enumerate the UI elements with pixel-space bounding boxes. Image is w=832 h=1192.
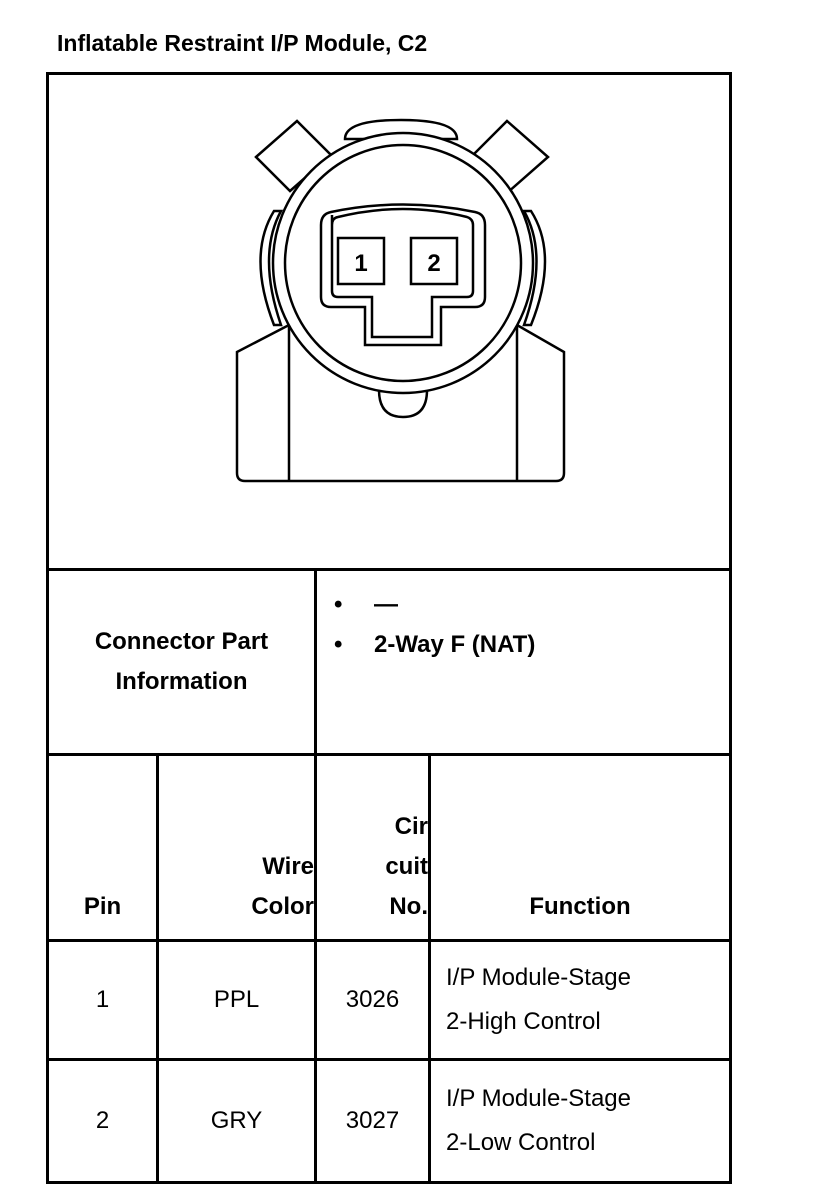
part-info-label-line1: Connector Part [94,628,269,655]
connector-face-illustration: 1 2 [235,118,566,483]
part-info-list: • — • 2-Way F (NAT) [334,585,535,665]
part-info-item-text: 2-Way F (NAT) [374,631,536,658]
pin-2-label: 2 [427,250,440,277]
pin-2-cavity [409,236,459,286]
table-row-2-pin: 2 [95,1107,110,1134]
table-row-1-function: I/P Module-Stage 2-High Control [446,942,726,1058]
header-wire-color: Wire Color [159,756,314,939]
table-row-2-color: GRY [210,1107,263,1134]
table-row-1-pin: 1 [95,986,110,1013]
row-1-function-line2: 2-High Control [446,1008,601,1035]
connector-table-frame [46,72,732,1184]
part-info-item: • — [334,585,535,625]
header-pin-text: Pin [83,893,122,920]
divider-circuit-column [428,753,431,1184]
connector-diagram: 1 2 [49,75,729,569]
page-title: Inflatable Restraint I/P Module, C2 [57,30,428,56]
header-pin: Pin [49,756,156,939]
row-2-function-line2: 2-Low Control [446,1129,596,1156]
connector-top-tab [343,118,459,141]
divider-header [46,939,732,942]
table-row-2-circuit: 3027 [345,1107,400,1134]
bullet-icon: • [334,631,343,658]
connector-bottom-tab [377,388,429,419]
row-2-function-line1: I/P Module-Stage [446,1085,632,1112]
header-circuit-no: Cir cuit No. [317,756,428,939]
header-wire-line1: Wire [262,853,314,880]
header-wire-line2: Color [251,893,314,920]
table-row-2-function: I/P Module-Stage 2-Low Control [446,1061,726,1181]
divider-diagram [46,568,732,571]
pin-1-cavity [336,236,386,286]
header-cir-line2: cuit [385,853,428,880]
row-1-function-line1: I/P Module-Stage [446,964,632,991]
header-function: Function [431,756,729,939]
divider-pin-column [156,753,159,1184]
connector-right-side-tab [521,209,547,327]
header-function-text: Function [529,893,631,920]
divider-row-1 [46,1058,732,1061]
bullet-icon: • [334,591,343,618]
part-info-label-line2: Information [115,668,248,695]
table-row-1-color: PPL [213,986,260,1013]
part-info-label: Connector Part Information [49,571,314,753]
header-cir-line3: No. [389,893,428,920]
divider-part-info-vertical [314,568,317,1184]
table-row-1-circuit: 3026 [345,986,400,1013]
part-info-item: • 2-Way F (NAT) [334,625,535,665]
part-info-item-text: — [374,591,398,618]
header-cir-line1: Cir [394,813,428,840]
pin-1-label: 1 [354,250,367,277]
divider-part-info [46,753,732,756]
connector-left-side-tab [259,209,284,327]
